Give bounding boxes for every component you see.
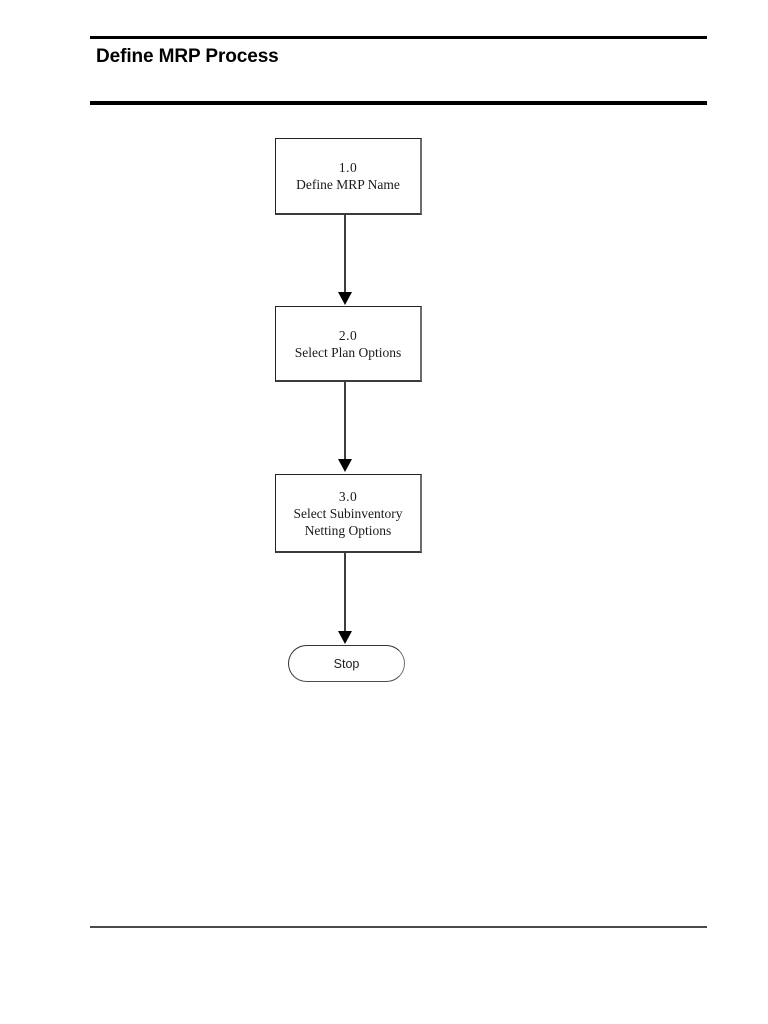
connector-line-1: [344, 215, 346, 293]
flowchart-node-1: 1.0 Define MRP Name: [275, 138, 422, 215]
page-title: Define MRP Process: [96, 46, 279, 67]
flowchart-node-3-label-line-2: Netting Options: [304, 522, 392, 538]
flowchart-node-3: 3.0 Select Subinventory Netting Options: [275, 474, 422, 553]
connector-arrow-1-icon: [338, 292, 352, 305]
flowchart-node-2: 2.0 Select Plan Options: [275, 306, 422, 382]
flowchart-node-3-number: 3.0: [338, 488, 358, 504]
header-rule-bottom: [90, 101, 707, 105]
connector-arrow-2-icon: [338, 459, 352, 472]
flowchart-node-3-label-line-1: Select Subinventory: [293, 505, 403, 521]
footer-rule: [90, 926, 707, 928]
connector-line-3: [344, 553, 346, 632]
flowchart-node-2-number: 2.0: [338, 327, 358, 343]
flowchart-node-2-label: Select Plan Options: [294, 344, 402, 360]
connector-line-2: [344, 382, 346, 460]
flowchart-node-1-number: 1.0: [338, 160, 358, 175]
flowchart-node-stop: Stop: [288, 645, 405, 682]
flowchart-node-1-label: Define MRP Name: [296, 177, 400, 192]
header-rule-top: [90, 36, 707, 39]
connector-arrow-3-icon: [338, 631, 352, 644]
flowchart-node-stop-label: Stop: [333, 656, 360, 671]
